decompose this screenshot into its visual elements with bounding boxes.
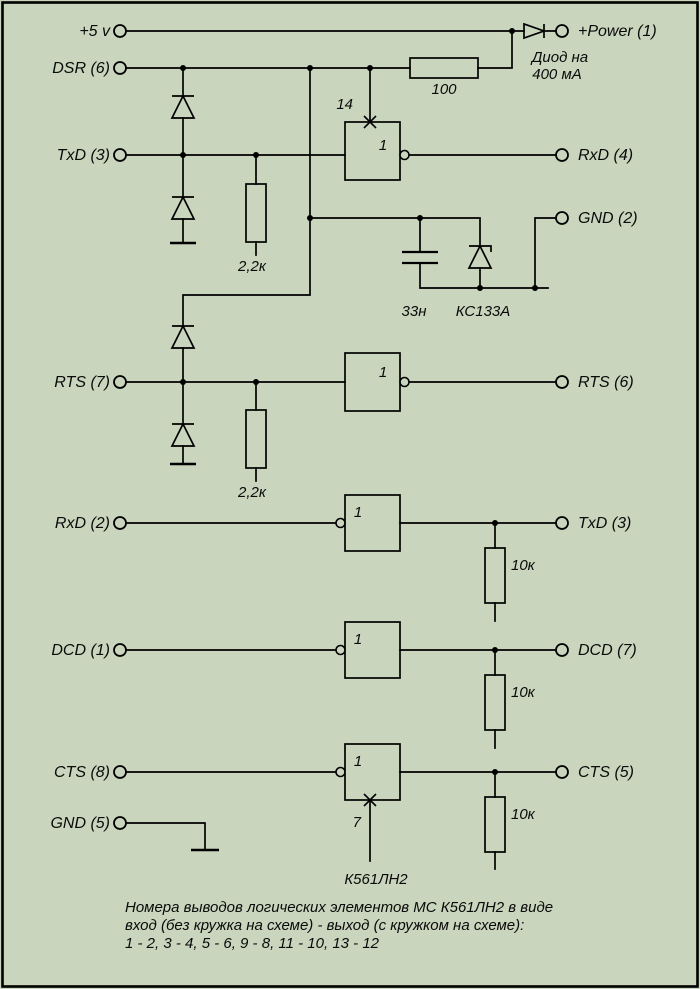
resistor-10k-txd	[484, 547, 506, 604]
resistor-2k2-txd	[245, 183, 267, 243]
inverter-3-output-bubble	[335, 517, 346, 529]
label-resistor-100: 100	[431, 81, 457, 98]
label-gate1: 1	[379, 137, 387, 154]
protection-diode-rts-top-icon	[170, 324, 196, 349]
label-rxd4: RxD (4)	[578, 147, 633, 164]
label-dsr6: DSR (6)	[52, 60, 110, 77]
resistor-100	[409, 57, 479, 79]
resistor-10k-dcd	[484, 674, 506, 731]
power-diode-icon	[523, 22, 547, 40]
protection-diode-txd-bottom-icon	[170, 195, 196, 220]
caption-line2: вход (без кружка на схеме) - выход (с кр…	[125, 917, 524, 934]
inverter-gate-5	[335, 743, 401, 801]
label-gnd5: GND (5)	[50, 815, 110, 832]
terminal-cts8	[113, 765, 127, 779]
label-power1: +Power (1)	[578, 23, 657, 40]
label-cts5: CTS (5)	[578, 764, 634, 781]
inverter-5-output-bubble	[335, 766, 346, 778]
label-gate4: 1	[354, 631, 362, 648]
inverter-4-output-bubble	[335, 644, 346, 656]
inverter-gate-2	[344, 352, 410, 412]
label-capacitor-33n: 33н	[402, 303, 427, 320]
terminal-gnd5	[113, 816, 127, 830]
circuit-wires	[125, 30, 557, 870]
resistor-10k-cts	[484, 796, 506, 853]
terminal-dcd1	[113, 643, 127, 657]
caption-line1: Номера выводов логических элементов МС К…	[125, 899, 553, 916]
label-rts7: RTS (7)	[54, 374, 110, 391]
inverter-1-output-bubble	[399, 149, 410, 161]
caption: Номера выводов логических элементов МС К…	[125, 899, 553, 952]
pin14-x-mark-icon	[363, 115, 377, 129]
label-dcd1: DCD (1)	[51, 642, 110, 659]
label-txd3-left: TxD (3)	[57, 147, 110, 164]
label-diode-note-line2: 400 мА	[532, 66, 581, 83]
label-pin14: 14	[336, 96, 353, 113]
label-resistor-10k-dcd: 10к	[511, 684, 536, 701]
label-dcd7: DCD (7)	[578, 642, 637, 659]
label-plus5v: +5 v	[79, 23, 111, 40]
terminal-rxd2	[113, 516, 127, 530]
label-diode-note-line1: Диод на	[530, 49, 588, 66]
label-gate2: 1	[379, 364, 387, 381]
inverter-gate-4	[335, 621, 401, 679]
terminal-rts7	[113, 375, 127, 389]
label-gate3: 1	[354, 504, 362, 521]
protection-diode-rts-bottom-icon	[170, 422, 196, 447]
label-zener-ks133a: КС133А	[456, 303, 511, 320]
label-gnd2: GND (2)	[578, 210, 638, 227]
terminal-gnd2	[555, 211, 569, 225]
caption-line3: 1 - 2, 3 - 4, 5 - 6, 9 - 8, 11 - 10, 13 …	[125, 935, 380, 952]
label-resistor-2k2-rts: 2,2к	[237, 484, 267, 501]
inverter-2-output-bubble	[399, 376, 410, 388]
terminal-plus5v	[113, 24, 127, 38]
terminal-rts6	[555, 375, 569, 389]
label-resistor-10k-txd: 10к	[511, 557, 536, 574]
label-pin7: 7	[353, 814, 362, 831]
label-rxd2: RxD (2)	[55, 515, 110, 532]
label-gate5: 1	[354, 753, 362, 770]
label-rts6: RTS (6)	[578, 374, 634, 391]
protection-diode-txd-top-icon	[170, 94, 196, 119]
pin7-x-mark-icon	[363, 793, 377, 807]
label-resistor-2k2-txd: 2,2к	[237, 258, 267, 275]
zener-diode-icon	[467, 244, 493, 269]
terminal-txd3-right	[555, 516, 569, 530]
terminal-txd3-left	[113, 148, 127, 162]
capacitor-33n-icon	[402, 250, 438, 265]
label-txd3-right: TxD (3)	[578, 515, 631, 532]
resistor-2k2-rts	[245, 409, 267, 469]
label-cts8: CTS (8)	[54, 764, 110, 781]
terminal-dsr6	[113, 61, 127, 75]
terminal-dcd7	[555, 643, 569, 657]
inverter-gate-3	[335, 494, 401, 552]
terminal-power1	[555, 24, 569, 38]
terminal-cts5	[555, 765, 569, 779]
junction-dots	[180, 28, 538, 775]
terminal-rxd4	[555, 148, 569, 162]
inverter-gate-1	[344, 121, 410, 181]
label-chip: К561ЛН2	[344, 871, 408, 888]
label-resistor-10k-cts: 10к	[511, 806, 536, 823]
